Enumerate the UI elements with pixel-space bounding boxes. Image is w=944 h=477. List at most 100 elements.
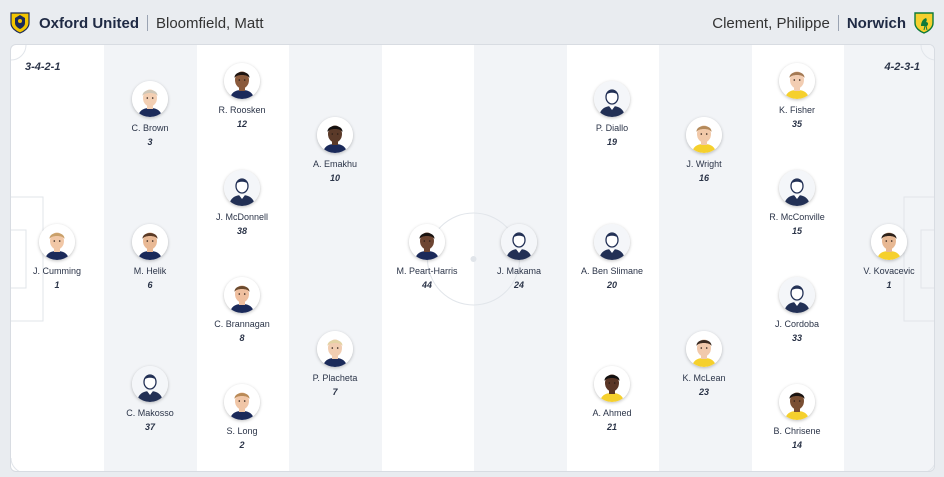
away-player[interactable]: J. Makama 24 <box>464 224 574 290</box>
player-number: 19 <box>606 137 617 147</box>
player-avatar <box>779 170 815 206</box>
away-coach-name[interactable]: Clement, Philippe <box>712 14 830 32</box>
oxford-crest-icon <box>10 12 30 34</box>
away-player[interactable]: J. Wright 16 <box>649 117 759 183</box>
player-number: 24 <box>513 280 524 290</box>
home-player[interactable]: J. Cumming 1 <box>11 224 112 290</box>
away-player[interactable]: B. Chrisene 14 <box>742 384 852 450</box>
player-avatar <box>39 224 75 260</box>
player-name: C. Makosso <box>126 408 174 418</box>
player-avatar <box>594 224 630 260</box>
player-avatar <box>686 331 722 367</box>
player-photo-icon <box>132 81 168 117</box>
player-name: S. Long <box>226 426 258 436</box>
away-team-name[interactable]: Norwich <box>846 14 906 32</box>
away-player[interactable]: J. Cordoba 33 <box>742 277 852 343</box>
home-team-info: Oxford United Bloomfield, Matt <box>10 12 264 34</box>
home-player[interactable]: C. Makosso 37 <box>95 366 205 432</box>
player-photo-icon <box>871 224 907 260</box>
home-coach-name[interactable]: Bloomfield, Matt <box>156 14 264 32</box>
lineups-header: Oxford United Bloomfield, Matt Clement, … <box>0 0 944 44</box>
player-name: K. Fisher <box>778 105 815 115</box>
away-player[interactable]: K. Fisher 35 <box>742 63 852 129</box>
player-avatar <box>317 117 353 153</box>
player-number: 33 <box>791 333 802 343</box>
player-photo-icon <box>779 384 815 420</box>
player-name: A. Ben Slimane <box>580 266 644 276</box>
player-photo-icon <box>686 117 722 153</box>
header-divider <box>147 15 148 31</box>
player-name: V. Kovacevic <box>863 266 915 276</box>
player-name: A. Emakhu <box>312 159 358 169</box>
away-player[interactable]: A. Ben Slimane 20 <box>557 224 667 290</box>
player-name: J. Cordoba <box>774 319 820 329</box>
player-number: 7 <box>332 387 338 397</box>
home-player[interactable]: J. McDonnell 38 <box>187 170 297 236</box>
player-number: 38 <box>236 226 247 236</box>
player-number: 1 <box>54 280 60 290</box>
player-silhouette-icon <box>594 224 630 260</box>
player-number: 20 <box>606 280 617 290</box>
player-name: K. McLean <box>682 373 726 383</box>
player-avatar <box>779 63 815 99</box>
away-player[interactable]: R. McConville 15 <box>742 170 852 236</box>
away-player[interactable]: A. Ahmed 21 <box>557 366 667 432</box>
home-player[interactable]: M. Peart-Harris 44 <box>372 224 482 290</box>
player-silhouette-icon <box>779 277 815 313</box>
player-name: M. Peart-Harris <box>396 266 458 276</box>
player-number: 14 <box>791 440 802 450</box>
player-avatar <box>224 277 260 313</box>
player-name: R. Roosken <box>218 105 266 115</box>
player-silhouette-icon <box>501 224 537 260</box>
player-name: J. McDonnell <box>215 212 269 222</box>
away-player[interactable]: K. McLean 23 <box>649 331 759 397</box>
away-formation: 4-2-3-1 <box>884 61 920 73</box>
away-player[interactable]: V. Kovacevic 1 <box>834 224 934 290</box>
lineup-pitch: 3-4-2-1 4-2-3-1 J. Cumming 1 C. Brown 3 … <box>10 44 935 472</box>
player-avatar <box>224 384 260 420</box>
player-avatar <box>501 224 537 260</box>
player-number: 6 <box>147 280 153 290</box>
player-number: 3 <box>147 137 153 147</box>
player-avatar <box>871 224 907 260</box>
home-player[interactable]: A. Emakhu 10 <box>280 117 390 183</box>
home-team-name[interactable]: Oxford United <box>39 14 139 32</box>
player-avatar <box>594 366 630 402</box>
player-name: R. McConville <box>769 212 825 222</box>
away-player[interactable]: P. Diallo 19 <box>557 81 667 147</box>
pitch-stripe <box>289 45 382 471</box>
player-silhouette-icon <box>779 170 815 206</box>
player-avatar <box>317 331 353 367</box>
player-number: 12 <box>236 119 247 129</box>
player-number: 23 <box>698 387 709 397</box>
player-photo-icon <box>39 224 75 260</box>
player-avatar <box>132 366 168 402</box>
player-avatar <box>594 81 630 117</box>
player-name: C. Brown <box>131 123 169 133</box>
home-player[interactable]: M. Helik 6 <box>95 224 205 290</box>
home-player[interactable]: S. Long 2 <box>187 384 297 450</box>
home-player[interactable]: C. Brown 3 <box>95 81 205 147</box>
player-number: 15 <box>791 226 802 236</box>
player-photo-icon <box>317 117 353 153</box>
player-name: P. Placheta <box>312 373 358 383</box>
player-name: C. Brannagan <box>214 319 270 329</box>
player-photo-icon <box>224 384 260 420</box>
player-avatar <box>686 117 722 153</box>
player-name: J. Wright <box>686 159 722 169</box>
player-avatar <box>132 224 168 260</box>
player-number: 2 <box>239 440 245 450</box>
player-avatar <box>409 224 445 260</box>
home-player[interactable]: P. Placheta 7 <box>280 331 390 397</box>
player-silhouette-icon <box>132 366 168 402</box>
player-avatar <box>224 63 260 99</box>
player-photo-icon <box>317 331 353 367</box>
player-number: 16 <box>698 173 709 183</box>
player-number: 21 <box>606 422 617 432</box>
home-player[interactable]: C. Brannagan 8 <box>187 277 297 343</box>
home-player[interactable]: R. Roosken 12 <box>187 63 297 129</box>
player-name: A. Ahmed <box>592 408 632 418</box>
header-divider <box>837 15 839 31</box>
player-number: 1 <box>886 280 892 290</box>
player-avatar <box>779 277 815 313</box>
